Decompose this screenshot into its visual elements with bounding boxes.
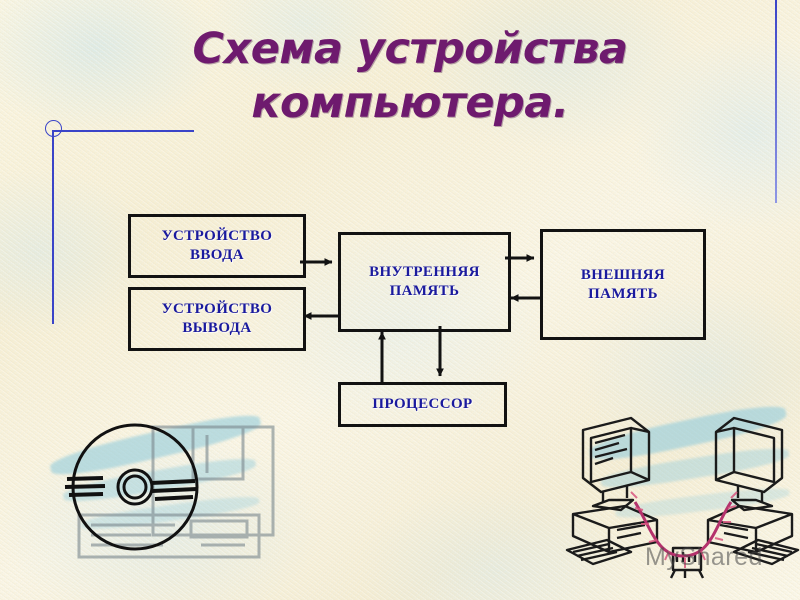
- networked-computers-icon: [565, 416, 800, 579]
- diagram-box-output-device: УСТРОЙСТВО ВЫВОДА: [128, 287, 306, 351]
- decorative-horizontal-rule: [52, 130, 194, 132]
- decorative-vertical-rule: [52, 131, 54, 324]
- diagram-box-input-device: УСТРОЙСТВО ВВОДА: [128, 214, 306, 278]
- decorative-circle-marker: [45, 120, 62, 137]
- diagram-box-external-memory: ВНЕШНЯЯ ПАМЯТЬ: [540, 229, 706, 340]
- diagram-box-processor: ПРОЦЕССОР: [338, 382, 507, 427]
- page-title: Схема устройства компьютера.: [192, 24, 628, 128]
- diagram-box-internal-memory: ВНУТРЕННЯЯ ПАМЯТЬ: [338, 232, 511, 332]
- decorative-right-rule: [775, 0, 777, 203]
- compact-disc-icon: [64, 423, 275, 559]
